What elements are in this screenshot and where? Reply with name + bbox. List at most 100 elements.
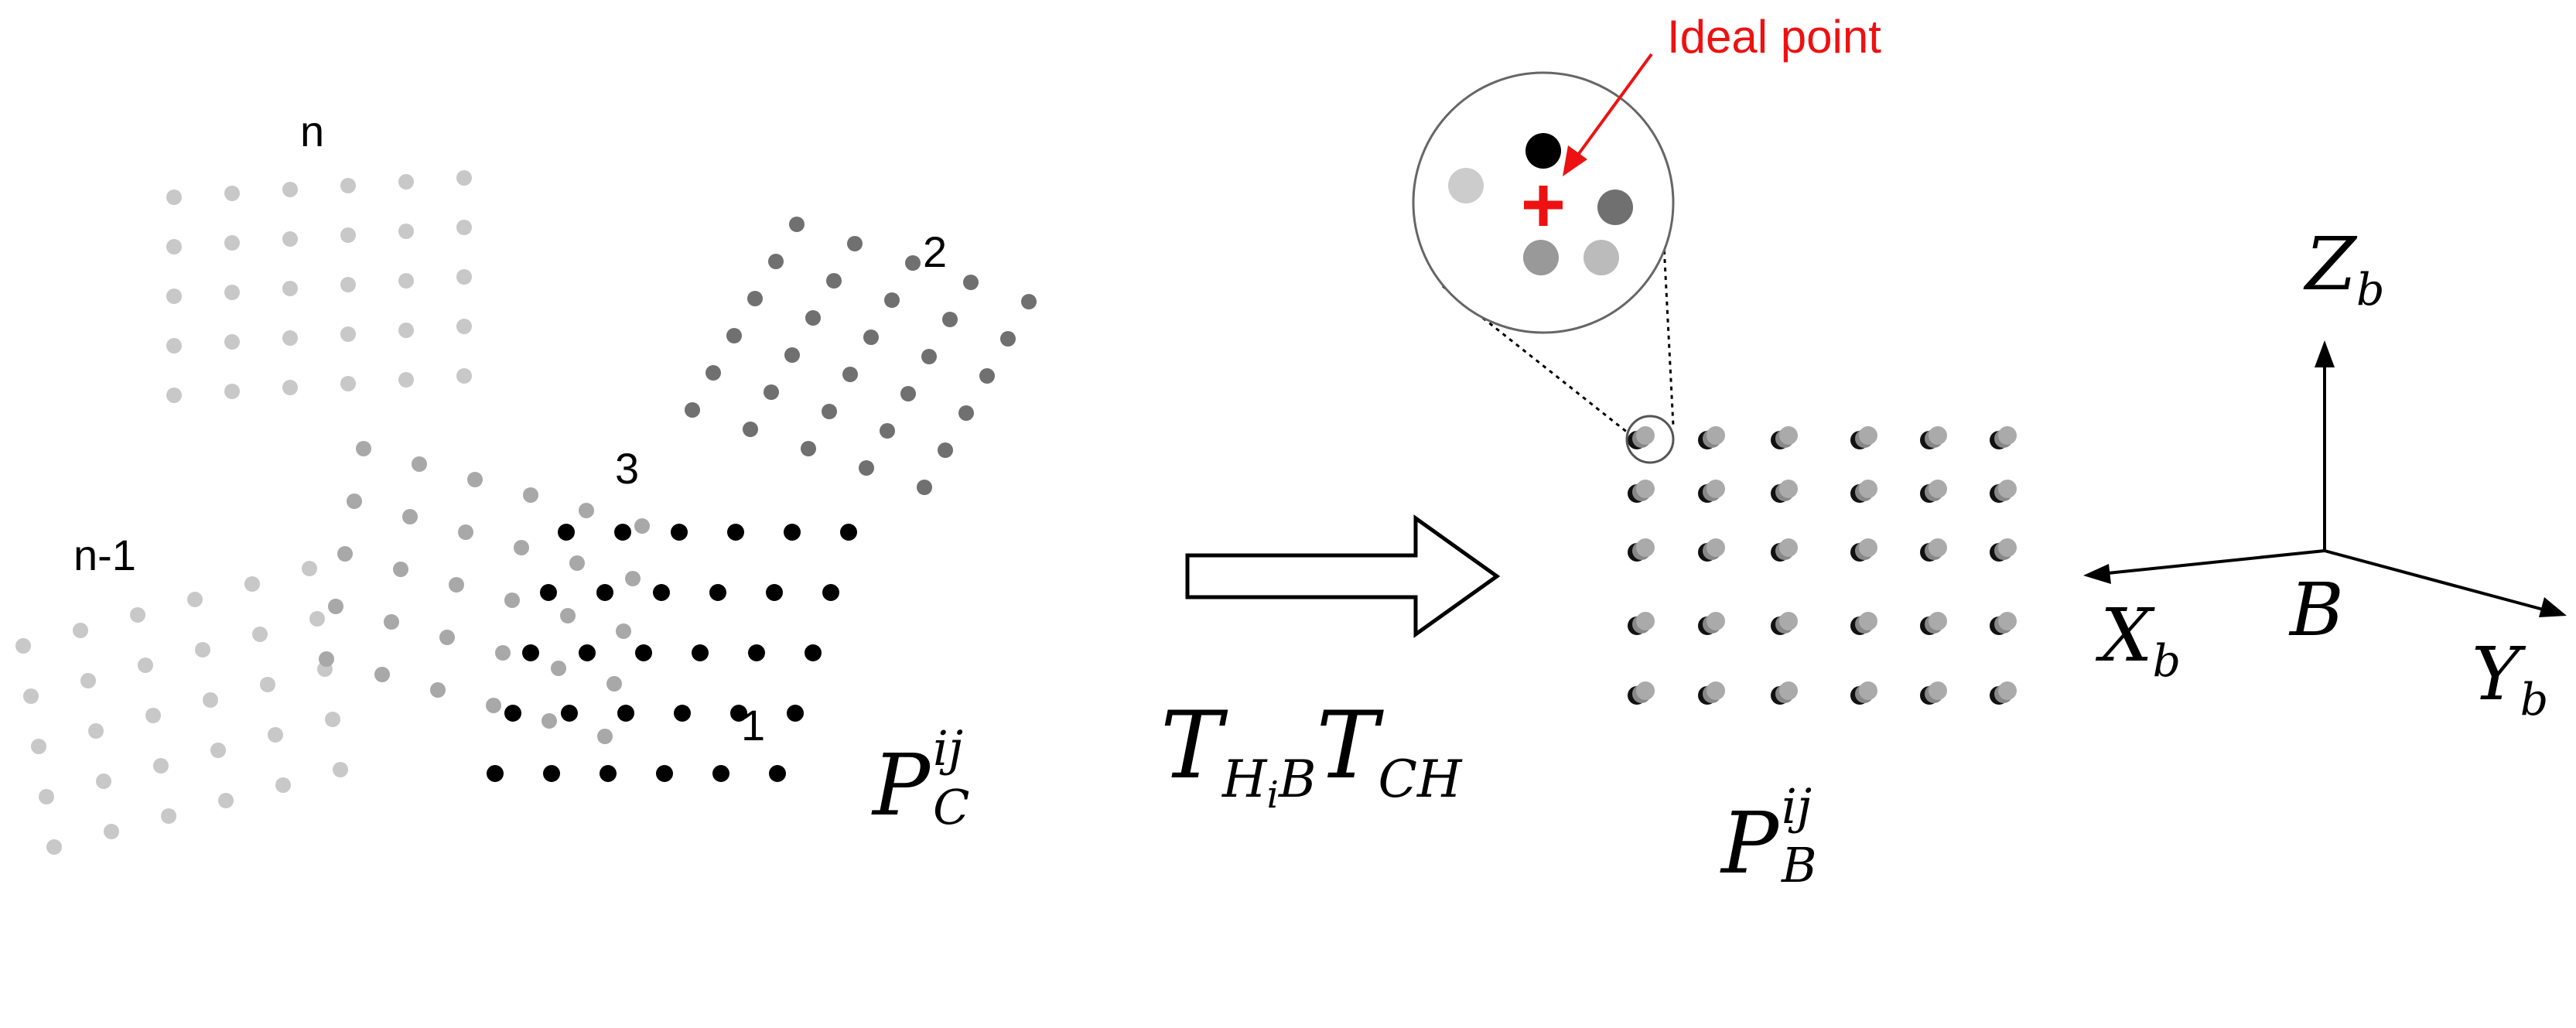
grid-dot: [282, 380, 298, 395]
grid-dot: [356, 441, 371, 456]
transform-t2-sub: CH: [1378, 750, 1462, 809]
base-points-subscript: B: [1782, 837, 1817, 893]
grid-dot: [402, 509, 418, 524]
grid-dot: [80, 673, 96, 688]
grid-dot: [743, 422, 758, 437]
base-grid-dot: [1859, 681, 1877, 700]
magnified-point-black: [1525, 133, 1561, 169]
grid-dot: [210, 743, 226, 758]
grid-dot: [979, 368, 995, 384]
grid-dot: [787, 705, 804, 722]
grid-dot: [495, 645, 511, 661]
grid-dot: [504, 593, 520, 608]
grid-dot: [705, 365, 721, 381]
grid-dot: [340, 227, 356, 243]
grid-dot: [634, 518, 650, 534]
point-grid-n-minus-1: [15, 561, 348, 855]
transform-t1-subsub: i: [1266, 774, 1279, 818]
grid-dot: [260, 677, 275, 692]
grid-dot: [656, 765, 673, 782]
grid-dot: [805, 310, 821, 326]
grid-dot: [863, 330, 879, 345]
grid-dot: [921, 349, 937, 364]
grid-dot: [597, 729, 613, 744]
grid-dot: [393, 562, 408, 577]
grid-dot: [569, 555, 585, 571]
grid-dot: [840, 524, 857, 541]
grid-dot: [635, 644, 652, 661]
grid-dot: [224, 186, 240, 201]
grid-dot: [430, 682, 446, 698]
grid-dot: [347, 494, 362, 509]
axis-label-z: Zb: [2305, 228, 2385, 312]
grid-dot: [674, 705, 691, 722]
grid-dot: [166, 239, 182, 254]
grid-dot: [224, 334, 240, 350]
base-coordinate-axes: [2083, 340, 2567, 617]
base-frame-point-grid: [1628, 426, 2017, 705]
grid-dot: [456, 368, 472, 384]
axis-y-sub: b: [2520, 675, 2549, 726]
grid-dot: [600, 765, 617, 782]
base-points-base: P: [1721, 793, 1779, 893]
base-grid-dot: [1998, 538, 2017, 557]
grid-dot: [398, 372, 414, 388]
grid-dot: [784, 524, 801, 541]
grid-dot: [88, 723, 104, 739]
grid-dot: [161, 808, 176, 824]
grid-dot: [543, 765, 560, 782]
grid-dot: [23, 688, 39, 704]
grid-dot: [712, 765, 729, 782]
base-grid-dot: [1707, 538, 1725, 557]
grid-dot: [340, 178, 356, 193]
grid-dot: [39, 789, 54, 804]
grid-dot: [653, 584, 670, 601]
grid-dot: [542, 713, 557, 729]
grid-dot: [282, 182, 298, 197]
grid-dot: [727, 524, 744, 541]
ideal-point-arrow-head: [1563, 145, 1587, 176]
base-grid-dot: [1779, 612, 1798, 630]
base-grid-dot: [1929, 480, 1947, 498]
base-grid-dot: [1998, 681, 2017, 700]
grid-dot: [558, 524, 575, 541]
grid-dot: [560, 608, 576, 623]
grid-dot: [203, 692, 218, 708]
grid-dot: [826, 273, 842, 289]
grid-dot: [579, 644, 596, 661]
grid-dot: [15, 638, 31, 654]
grid-dot: [374, 667, 390, 682]
base-grid-dot: [1707, 480, 1725, 498]
grid-dot: [340, 326, 356, 342]
grid-dot: [487, 765, 504, 782]
axis-z-sub: b: [2356, 265, 2385, 316]
grid-dot: [439, 630, 455, 645]
grid-dot: [747, 291, 763, 306]
grid-dot: [822, 584, 839, 601]
magnified-point-light: [1448, 168, 1484, 203]
grid-dot: [456, 269, 472, 285]
point-grid-n: [166, 170, 472, 403]
grid-dot: [46, 839, 62, 855]
point-grid-3: [319, 441, 650, 744]
grid-dot: [333, 762, 348, 777]
base-grid-dot: [1636, 426, 1655, 445]
grid-dot: [963, 275, 979, 290]
grid-dot: [692, 644, 709, 661]
camera-points-superscript: ij: [933, 720, 964, 777]
grid-dot: [449, 577, 464, 593]
grid-dot: [458, 524, 473, 540]
transform-t2: T: [1316, 692, 1379, 800]
transform-t1-sub: H: [1222, 750, 1267, 809]
grid-dot: [905, 255, 921, 271]
grid-dot: [224, 384, 240, 399]
grid-dot: [859, 460, 874, 476]
grid-dot: [486, 698, 501, 713]
grid-dot: [596, 584, 613, 601]
grid-dot: [153, 758, 169, 774]
grid-dot: [579, 503, 594, 518]
grid-dot: [166, 190, 182, 205]
grid-dot: [412, 456, 427, 472]
grid-dot: [522, 644, 539, 661]
